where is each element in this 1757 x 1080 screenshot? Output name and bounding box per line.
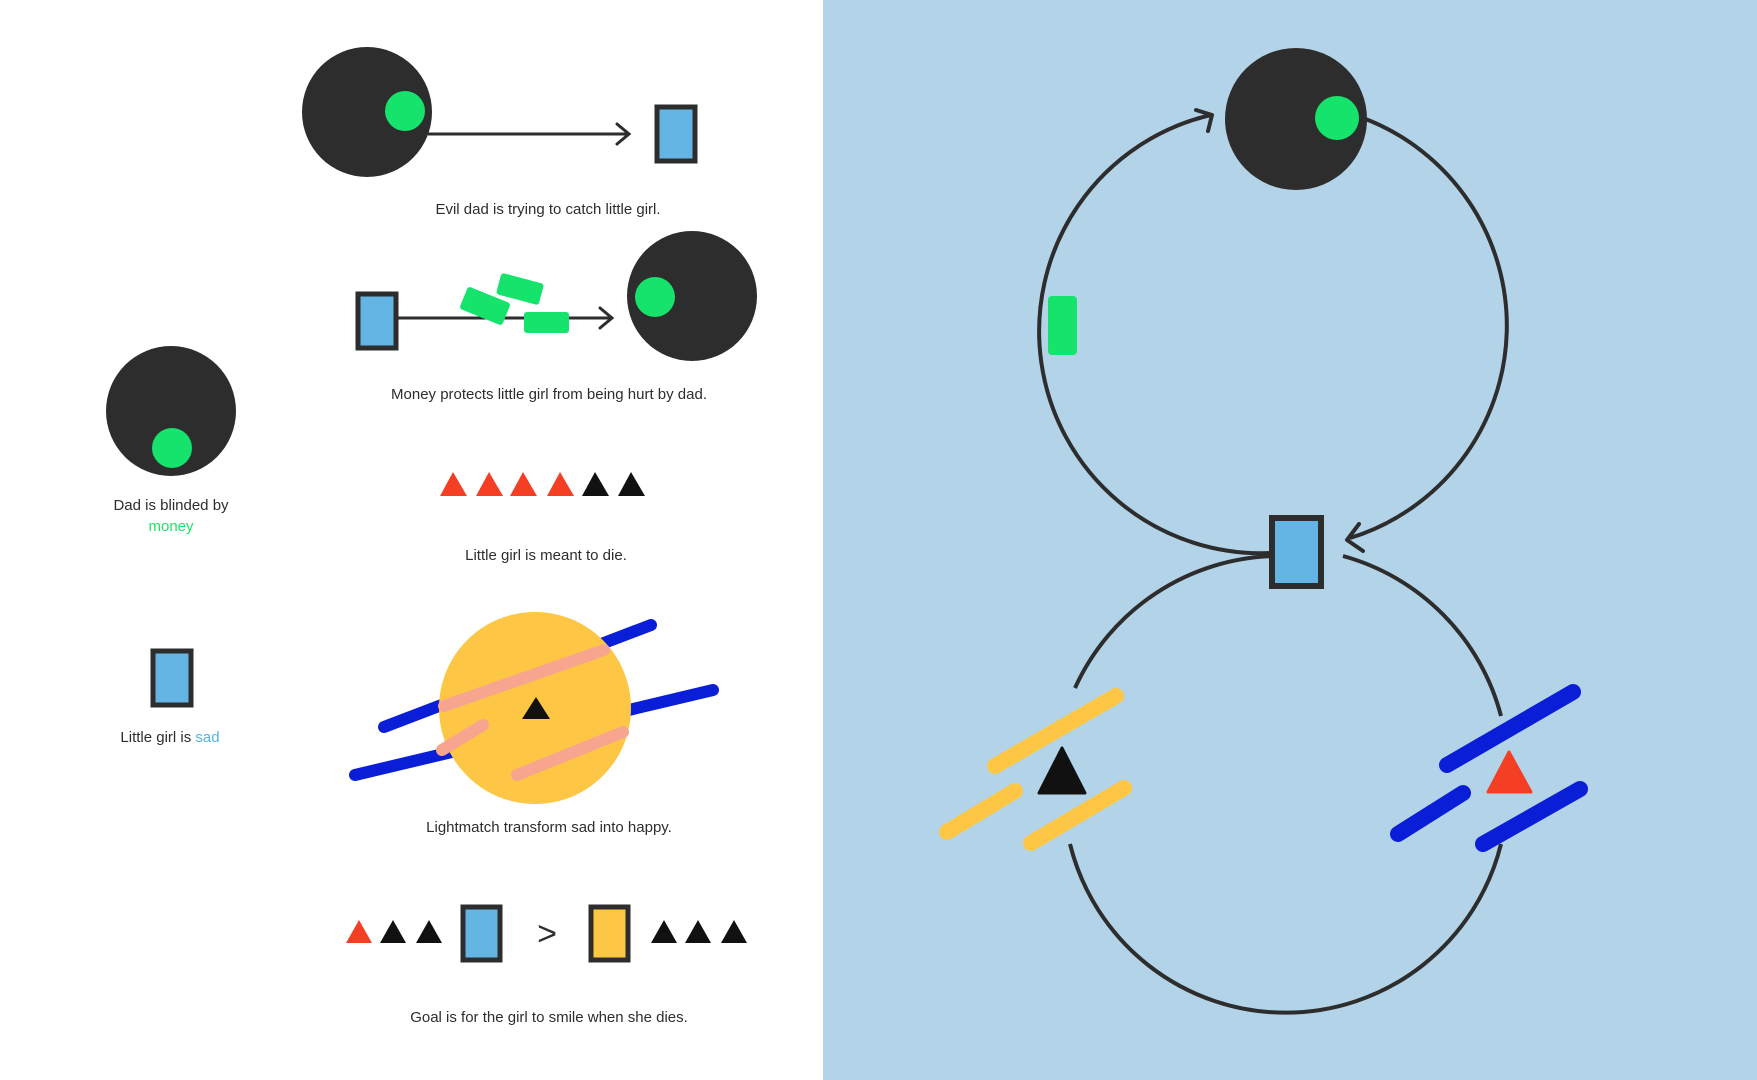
dad-circle-icon xyxy=(627,231,757,361)
girl-rectangle-icon xyxy=(150,648,194,708)
caption-money-protects: Money protects little girl from being hu… xyxy=(391,386,707,403)
comparison-symbol: > xyxy=(537,915,557,953)
money-dot-icon xyxy=(1315,96,1359,140)
happy-rectangle-icon xyxy=(588,904,631,963)
red-triangle-icon xyxy=(346,920,372,943)
yellow-line-icon xyxy=(1023,780,1132,851)
caption-money-word: money xyxy=(148,518,194,535)
caption-dad-blinded: Dad is blinded by money xyxy=(113,495,228,537)
dad-circle-icon xyxy=(1225,48,1367,190)
girl-rectangle-icon xyxy=(654,104,698,164)
caption-girl-sad-prefix: Little girl is xyxy=(120,729,192,746)
dad-chasing-group xyxy=(302,47,698,177)
red-triangle-icon xyxy=(547,472,574,496)
black-triangle-icon xyxy=(618,472,645,496)
arrow-head-icon xyxy=(1345,522,1365,553)
girl-rectangle-icon xyxy=(1269,515,1324,589)
lower-loop-arc xyxy=(1073,554,1276,689)
yellow-line-icon xyxy=(987,688,1124,774)
yellow-line-icon xyxy=(939,783,1023,840)
arrow-head-icon xyxy=(1194,108,1214,133)
red-triangle-icon xyxy=(476,472,503,496)
meant-to-die-triangles xyxy=(440,472,645,496)
blue-line-icon xyxy=(1475,781,1588,852)
black-triangle-icon xyxy=(522,697,550,719)
left-diagram xyxy=(106,47,757,963)
money-dot-icon xyxy=(385,91,425,131)
black-triangle-icon xyxy=(380,920,406,943)
goal-comparison-group xyxy=(346,904,747,963)
money-protects-group xyxy=(355,231,757,361)
pink-line-icon xyxy=(438,644,610,712)
caption-sad-word: sad xyxy=(195,729,220,746)
dad-blinded-group xyxy=(106,346,236,476)
lower-loop-arc xyxy=(1342,554,1503,717)
caption-goal: Goal is for the girl to smile when she d… xyxy=(410,1009,688,1026)
yellow-lightmatch-group xyxy=(939,688,1132,851)
caption-meant-to-die: Little girl is meant to die. xyxy=(465,547,627,564)
money-bill-icon xyxy=(1048,296,1077,355)
left-panel: Evil dad is trying to catch little girl.… xyxy=(0,0,823,1080)
money-dot-icon xyxy=(152,428,192,468)
caption-girl-sad: Little girl is sad xyxy=(120,727,219,748)
money-bill-icon xyxy=(496,273,544,305)
upper-right-arc xyxy=(1349,116,1509,540)
right-panel xyxy=(823,0,1757,1080)
caption-evil-dad: Evil dad is trying to catch little girl. xyxy=(435,201,661,218)
caption-lightmatch: Lightmatch transform sad into happy. xyxy=(426,819,672,836)
black-triangle-icon xyxy=(416,920,442,943)
red-triangle-icon xyxy=(510,472,537,496)
red-triangle-icon xyxy=(1486,750,1533,794)
lower-loop-arc xyxy=(1068,843,1503,1015)
dad-circle-icon xyxy=(302,47,432,177)
black-triangle-icon xyxy=(1037,746,1087,795)
pink-line-icon xyxy=(436,719,489,756)
pink-line-icon xyxy=(511,726,629,781)
blue-line-icon xyxy=(1390,785,1471,842)
arrow-head-icon xyxy=(598,306,615,330)
figure-eight-diagram xyxy=(823,0,1757,1080)
lightmatch-group xyxy=(349,612,719,804)
girl-rectangle-icon xyxy=(355,291,399,351)
red-triangle-icon xyxy=(440,472,467,496)
black-triangle-icon xyxy=(721,920,747,943)
blue-line-icon xyxy=(1439,684,1581,773)
girl-rectangle-icon xyxy=(460,904,503,963)
black-triangle-icon xyxy=(685,920,711,943)
money-dot-icon xyxy=(635,277,675,317)
black-triangle-icon xyxy=(651,920,677,943)
upper-left-arc xyxy=(1037,113,1273,556)
black-triangle-icon xyxy=(582,472,609,496)
blue-danger-group xyxy=(1390,684,1588,852)
caption-dad-blinded-prefix: Dad is blinded by xyxy=(113,497,229,514)
money-bill-icon xyxy=(524,312,569,333)
dad-circle-icon xyxy=(106,346,236,476)
money-bill-icon xyxy=(460,287,510,325)
arrow-head-icon xyxy=(615,122,632,146)
